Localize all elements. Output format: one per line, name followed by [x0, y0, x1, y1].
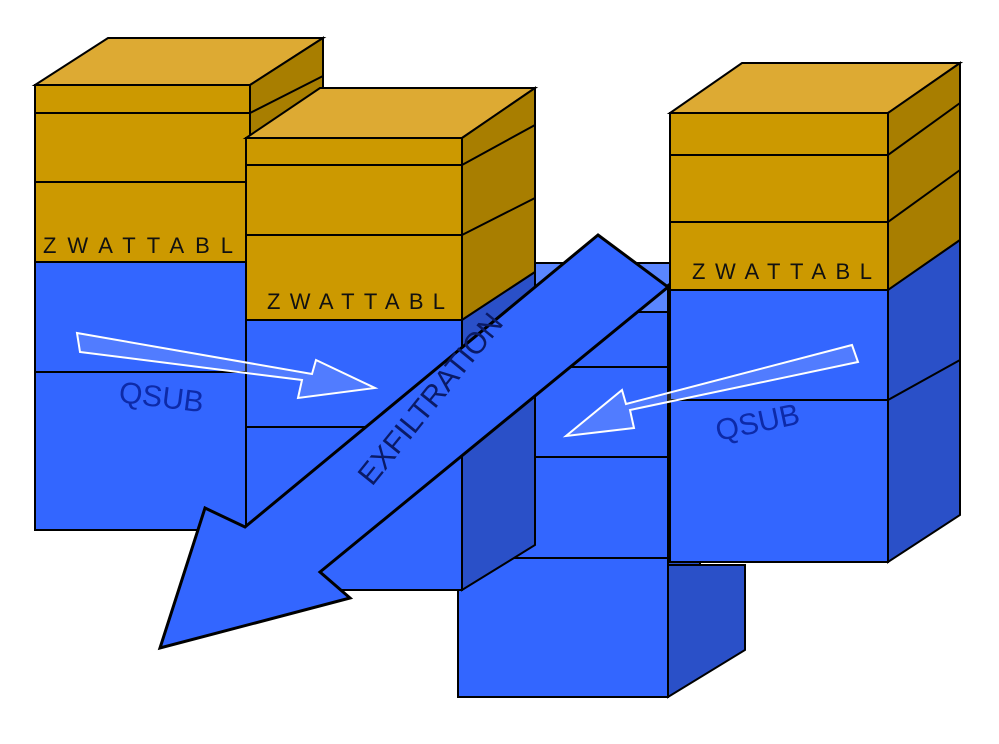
left-stack-front-blue	[34, 261, 251, 531]
right-stack	[666, 61, 964, 564]
right-stack-front-blue	[669, 289, 889, 563]
center-lower-block-side	[667, 564, 746, 699]
right-stack-front-gold	[669, 112, 889, 291]
right-stack-side-blue	[887, 238, 961, 564]
left-stack-front-gold	[34, 84, 251, 263]
middle-stack-front-gold	[245, 137, 463, 321]
exfiltration-arrow	[157, 233, 671, 651]
right-qsub-flow-arrow	[562, 343, 860, 438]
left-qsub-flow-arrow	[75, 331, 379, 400]
